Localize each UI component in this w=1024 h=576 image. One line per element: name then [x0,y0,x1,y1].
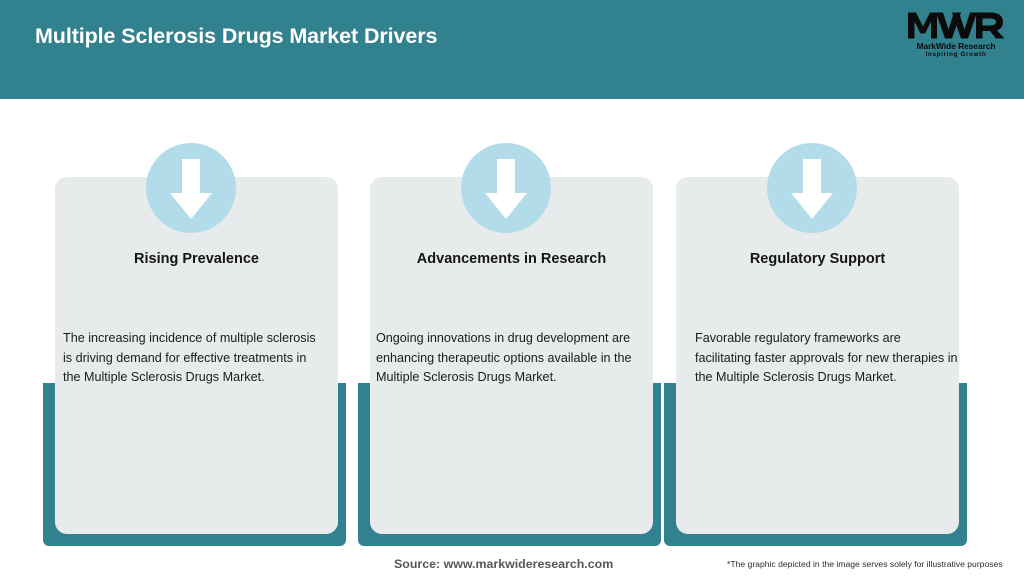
driver-card-rising-prevalence: Rising Prevalence The increasing inciden… [43,99,358,549]
drivers-card-row: Rising Prevalence The increasing inciden… [0,99,1024,549]
markwide-research-logo: MarkWide Research Inspiring Growth [904,8,1008,64]
logo-tagline: Inspiring Growth [925,51,987,58]
card-panel [370,177,653,534]
driver-card-advancements-in-research: Advancements in Research Ongoing innovat… [358,99,673,549]
source-label: Source: www.markwideresearch.com [394,557,614,571]
page-title: Multiple Sclerosis Drugs Market Drivers [35,24,438,48]
down-arrow-icon [461,143,551,233]
mwr-logo-icon [908,12,1005,39]
page-header: Multiple Sclerosis Drugs Market Drivers … [0,0,1024,99]
card-description: The increasing incidence of multiple scl… [63,331,316,384]
card-description: Ongoing innovations in drug development … [376,331,632,384]
card-title: Regulatory Support [749,251,886,267]
driver-card-regulatory-support: Regulatory Support Favorable regulatory … [664,99,979,549]
card-title: Advancements in Research [416,251,607,267]
down-arrow-glyph [170,159,212,219]
down-arrow-icon [146,143,236,233]
card-panel [55,177,338,534]
card-title: Rising Prevalence [134,251,259,267]
disclaimer-label: *The graphic depicted in the image serve… [727,559,1003,569]
down-arrow-glyph [791,159,833,219]
card-description: Favorable regulatory frameworks are faci… [695,331,958,384]
logo-company-name: MarkWide Research [916,41,996,51]
card-panel [676,177,959,534]
down-arrow-glyph [485,159,527,219]
down-arrow-icon [767,143,857,233]
